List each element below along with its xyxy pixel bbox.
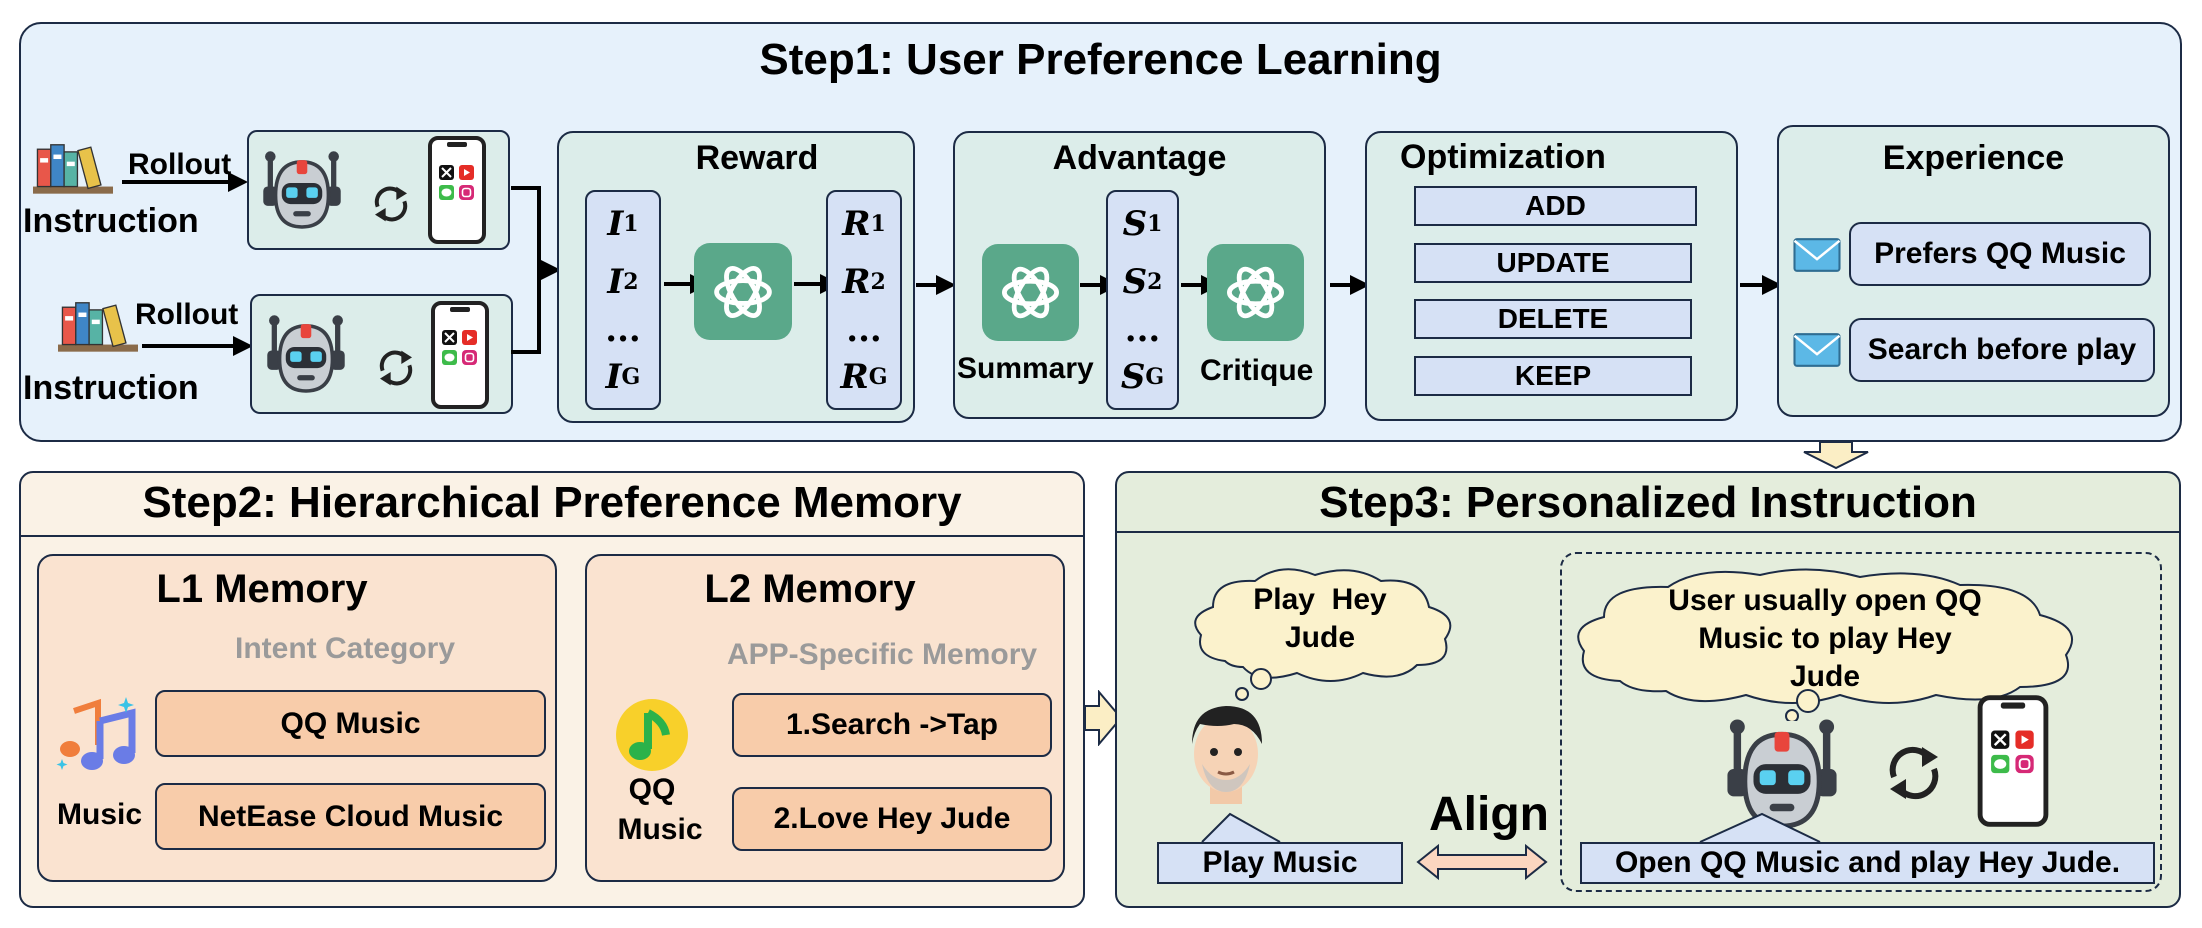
thought-cloud-icon [1577, 568, 2073, 721]
l1-subtitle: Intent Category [235, 632, 456, 665]
books-icon [33, 140, 113, 194]
refresh-icon [1884, 743, 1944, 803]
arrow-down-icon [1803, 441, 1869, 470]
step3-divider [1115, 531, 2181, 533]
optimization-title: Optimization [1400, 138, 1606, 176]
user-thought-line1: Play Hey [1253, 583, 1387, 616]
user-avatar-icon [1192, 706, 1262, 804]
instruction-label: Instruction [23, 202, 199, 240]
arrow-right-icon [1330, 275, 1370, 295]
step2-divider [19, 535, 1085, 537]
output-ellipsis: ... [846, 310, 882, 350]
rollout-label: Rollout [128, 148, 232, 181]
rollout-label: Rollout [135, 298, 239, 331]
reward-title: Reward [695, 138, 819, 177]
user-callout [1201, 812, 1281, 843]
agent-thought-line1: User usually open QQ [1668, 584, 1982, 617]
l1-icon-label: Music [57, 798, 143, 831]
agent-thought-line3: Jude [1789, 660, 1861, 693]
op-delete-button[interactable]: DELETE [1414, 299, 1692, 339]
phone-icon [1972, 694, 2054, 828]
step1-title: Step1: User Preference Learning [759, 35, 1442, 84]
l2-subtitle: APP-Specific Memory [727, 638, 1038, 671]
thought-cloud-icon [1194, 568, 1452, 701]
robot-icon [262, 310, 350, 398]
phone-icon [430, 300, 490, 410]
advantage-title: Advantage [1052, 138, 1227, 177]
arrow-right-icon [1740, 275, 1782, 295]
l2-item: 1.Search ->Tap [732, 693, 1052, 757]
books-icon [58, 298, 138, 352]
input-ellipsis: ... [605, 310, 641, 350]
refresh-icon [376, 348, 416, 388]
mail-icon [1792, 236, 1842, 274]
op-add-button[interactable]: ADD [1414, 186, 1697, 226]
op-keep-button[interactable]: KEEP [1414, 356, 1692, 396]
openai-logo-icon [982, 244, 1079, 341]
experience-item: Search before play [1849, 318, 2155, 382]
qq-music-icon [616, 699, 688, 771]
step2-title: Step2: Hierarchical Preference Memory [142, 478, 962, 527]
openai-logo-icon [1207, 244, 1304, 341]
critique-label: Critique [1200, 354, 1314, 387]
phone-icon [427, 135, 487, 245]
rollout-arrow [142, 336, 253, 356]
merge-connector [511, 186, 565, 354]
l1-item: NetEase Cloud Music [155, 783, 546, 850]
robot-icon [258, 146, 346, 234]
l2-title: L2 Memory [704, 566, 916, 611]
reward-inputs [585, 190, 661, 410]
rollout-arrow [122, 172, 248, 192]
arrow-right-icon [1084, 690, 1123, 746]
music-notes-icon [56, 697, 136, 770]
reward-outputs [826, 190, 902, 410]
summary-label: Summary [957, 352, 1094, 385]
advantage-items [1106, 190, 1179, 410]
agent-area [1560, 552, 2162, 892]
agent-thought-line2: Music to play Hey [1698, 622, 1952, 655]
agent-instruction: Open QQ Music and play Hey Jude. [1580, 842, 2155, 884]
mail-icon [1792, 331, 1842, 369]
user-instruction: Play Music [1157, 842, 1403, 884]
align-label: Align [1429, 787, 1549, 841]
step3-title: Step3: Personalized Instruction [1319, 478, 1977, 527]
agent-callout [1699, 812, 1821, 843]
double-arrow-icon [1416, 843, 1548, 881]
arrow-right-icon [916, 275, 956, 295]
op-update-button[interactable]: UPDATE [1414, 243, 1692, 283]
l2-icon-label-music: Music [617, 813, 703, 846]
user-thought-line2: Jude [1284, 621, 1356, 654]
item-ellipsis: ... [1124, 310, 1161, 350]
refresh-icon [371, 184, 411, 224]
l1-item: QQ Music [155, 690, 546, 757]
l1-title: L1 Memory [156, 566, 368, 611]
l2-item: 2.Love Hey Jude [732, 787, 1052, 851]
l2-icon-label-qq: QQ [628, 773, 676, 806]
instruction-label: Instruction [23, 369, 199, 407]
experience-title: Experience [1882, 138, 2065, 177]
openai-logo-icon [694, 243, 792, 340]
experience-item: Prefers QQ Music [1849, 222, 2151, 286]
